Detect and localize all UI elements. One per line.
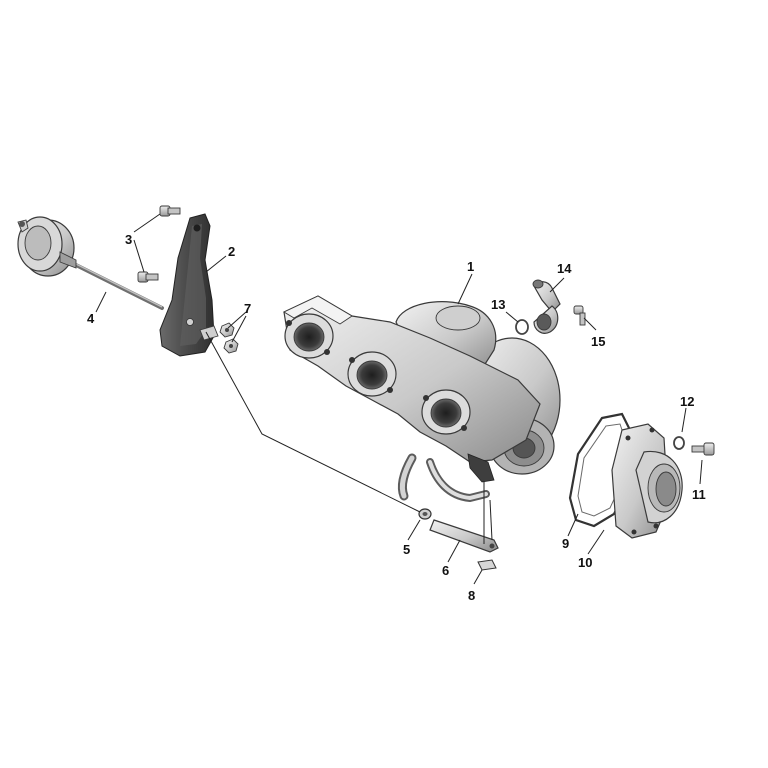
bracket-screw-upper: [159, 205, 181, 217]
manifold-port-2: [347, 351, 397, 397]
o-ring-housing: [673, 436, 685, 450]
housing-screw: [691, 442, 715, 456]
alignment-lines: [205, 331, 493, 544]
outlet-housing: [611, 423, 683, 539]
nut-lower: [223, 338, 239, 354]
callout-9: 9: [562, 536, 569, 551]
turbocharger-exhaust-manifold: [283, 295, 561, 503]
callout-1: 1: [467, 259, 474, 274]
washer: [477, 559, 497, 571]
nut-upper: [219, 322, 235, 338]
callout-15: 15: [591, 334, 605, 349]
bracket-screw-lower: [137, 271, 159, 283]
wastegate-lever: [429, 519, 499, 553]
wastegate-actuator: [17, 216, 164, 310]
callout-3: 3: [125, 232, 132, 247]
retaining-clip: [418, 508, 432, 520]
callout-10: 10: [578, 555, 592, 570]
callout-6: 6: [442, 563, 449, 578]
fitting-screw: [573, 305, 586, 326]
leader-lines: [95, 213, 703, 585]
callout-5: 5: [403, 542, 410, 557]
callout-8: 8: [468, 588, 475, 603]
callout-7: 7: [244, 301, 251, 316]
o-ring-fitting: [515, 319, 529, 335]
callout-4: 4: [87, 311, 95, 326]
callout-13: 13: [491, 297, 505, 312]
elbow-fitting: [532, 279, 561, 334]
callout-12: 12: [680, 394, 694, 409]
callout-2: 2: [228, 244, 235, 259]
callout-11: 11: [692, 487, 706, 502]
callout-14: 14: [557, 261, 572, 276]
manifold-port-1: [284, 313, 334, 359]
actuator-bracket: [159, 213, 219, 357]
manifold-port-3: [421, 389, 471, 435]
